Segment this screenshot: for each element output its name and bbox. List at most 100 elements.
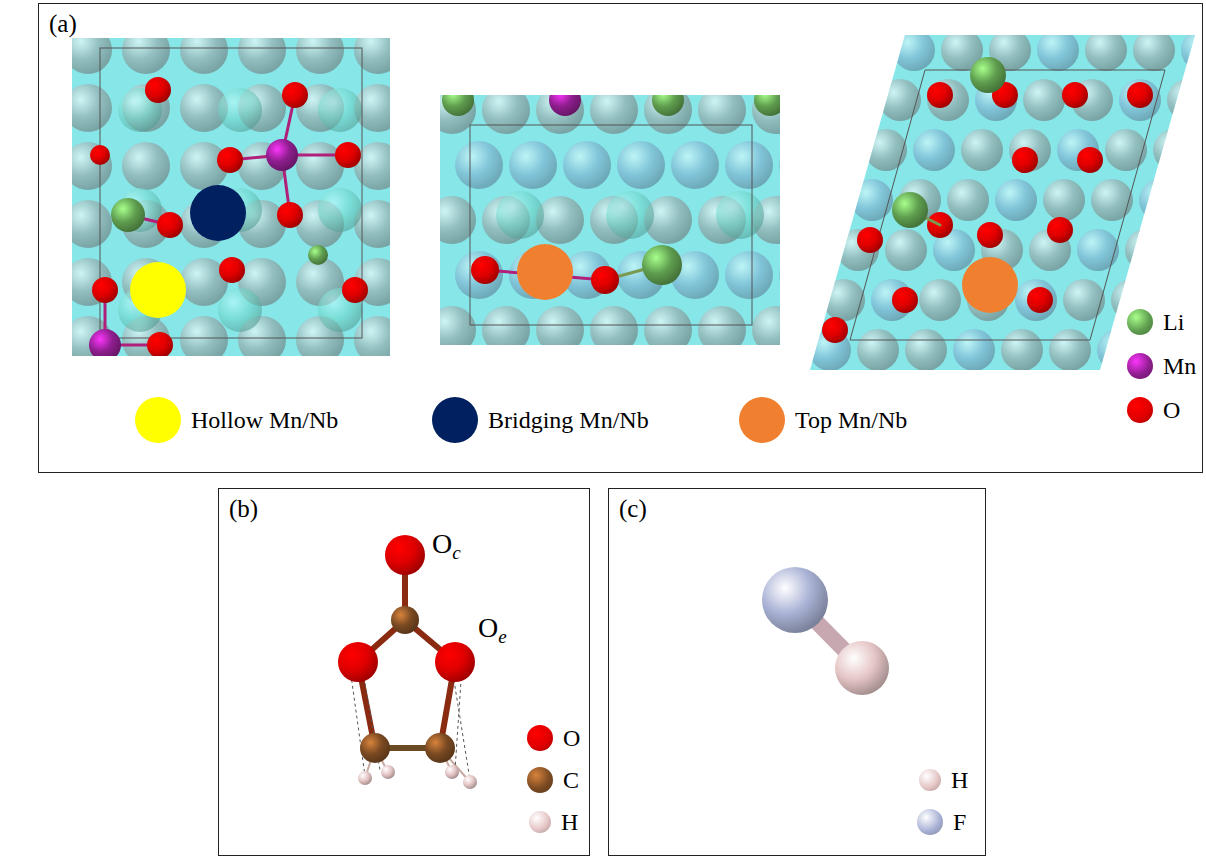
hydrogen-bond-line [350,666,470,780]
legend-entry: F [917,802,966,842]
lithium-atom [642,245,682,285]
subsurface-atom [180,38,228,74]
subsurface-atom [455,141,503,189]
carbon-atom [425,733,455,763]
legend-entry: O [1127,390,1180,430]
bridging-site [190,185,246,241]
oxygen-atom [977,222,1003,248]
subsurface-atom [927,79,969,121]
surface-slab [72,38,390,356]
subsurface-atom [865,129,907,171]
oxygen-atom [217,147,243,173]
subsurface-atom [1139,179,1181,221]
lithium-atom [652,95,684,116]
legend-swatch [917,809,943,835]
subsurface-atom [779,251,780,299]
subsurface-atom [1001,329,1043,371]
subsurface-atom [238,38,286,74]
oxygen-atom [822,317,848,343]
legend-entry: Li [1127,302,1184,342]
oxygen-atom [1127,82,1153,108]
subsurface-atom [563,141,611,189]
hydrogen-atom [381,765,395,779]
subsurface-atom [1077,229,1119,271]
subsurface-atom [354,38,390,74]
subsurface-atom [1037,29,1079,71]
subsurface-atom [1125,229,1167,271]
subsurface-atom [919,279,961,321]
subsurface-atom [961,129,1003,171]
subsurface-atom [122,38,170,74]
legend-label: Li [1163,309,1184,336]
subsurface-atom [1063,279,1105,321]
subsurface-atom [1085,29,1127,71]
legend-swatch [135,397,181,443]
subsurface-atom [318,88,362,132]
surface-slab [440,95,780,345]
subsurface-atom [1049,329,1091,371]
cell-outline [850,70,1165,340]
cell-outline [100,48,362,338]
legend-label: O [1163,397,1180,424]
legend-entry: Top Mn/Nb [739,400,907,440]
oxygen-atom [385,535,425,575]
lithium-atom [970,57,1006,93]
legend-entry: H [529,802,578,842]
oxygen-atom [1077,147,1103,173]
subsurface-atom [617,141,665,189]
subsurface-atom [857,329,899,371]
subsurface-atom [606,191,654,239]
subsurface-atom [1105,129,1147,171]
subsurface-atom [1015,279,1057,321]
hydrogen-atom [445,765,459,779]
subsurface-atom [1119,79,1161,121]
panel-label: (c) [609,489,657,529]
manganese-atom [89,329,121,356]
slab-background [810,35,1195,370]
lithium-atom [308,245,328,265]
subsurface-atom [1167,79,1206,121]
subsurface-atom [905,329,947,371]
subsurface-atom [1023,79,1065,121]
subsurface-atom [72,142,112,190]
subsurface-atom [72,84,112,132]
subsurface-atom [1153,129,1195,171]
subsurface-atom [893,29,935,71]
panel-box: (c) [608,488,986,856]
subsurface-atom [913,129,955,171]
subsurface-atom [725,141,773,189]
subsurface-atom [851,179,893,221]
ethylene-carbonate-molecule [338,535,477,789]
legend-label: H [951,767,968,794]
subsurface-atom [72,38,112,74]
subsurface-atom [1133,29,1175,71]
oxygen-atom [338,642,378,682]
subsurface-atom [671,141,719,189]
atom-label: Oe [478,612,507,648]
oxygen-atom [1062,82,1088,108]
subsurface-atom [590,95,638,134]
subsurface-atom [122,142,170,190]
oxygen-atom [1047,217,1073,243]
hydrogen-atom [835,641,889,695]
legend-swatch [527,725,553,751]
subsurface-atom [180,316,228,356]
subsurface-atom [1187,179,1206,221]
subsurface-atom [72,200,112,248]
legend-swatch [1127,309,1153,335]
legend-entry: Mn [1127,346,1196,386]
legend-swatch [432,397,478,443]
panel-box: (a) [38,3,1203,473]
subsurface-atom [218,288,262,332]
fluorine-atom [762,567,828,633]
subsurface-atom [953,329,995,371]
subsurface-atom [1091,179,1133,221]
legend-label: C [563,767,579,794]
subsurface-atom [482,95,530,134]
lithium-atom [442,95,474,116]
subsurface-atom [947,179,989,221]
subsurface-atom [1173,229,1206,271]
carbon-atom [360,733,390,763]
slab-background [72,38,390,356]
